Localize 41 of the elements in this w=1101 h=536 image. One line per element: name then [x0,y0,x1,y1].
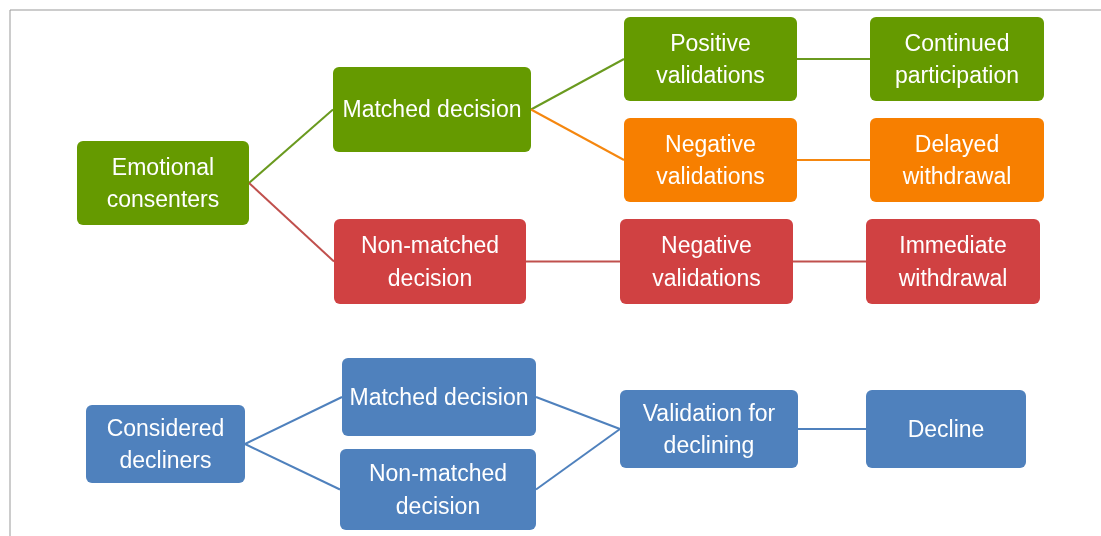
process-box [620,390,798,468]
node-label: Positive validations [655,28,766,90]
node-label: Non-matched decision [367,459,509,521]
process-box [866,219,1040,304]
node-label: Non-matched decision [359,231,501,293]
process-box [620,219,793,304]
process-box [340,449,536,530]
process-box [333,67,531,152]
node-label: Considered decliners [105,413,226,475]
process-box [870,118,1044,202]
connector-line [792,260,867,263]
node-label: Negative validations [651,231,762,293]
node-label: Immediate withdrawal [897,231,1009,293]
connector-line [525,260,621,263]
connector-line [530,58,625,111]
process-box [866,390,1026,468]
connector-line [796,58,871,60]
node-label: Emotional consenters [105,152,221,214]
process-box [86,405,245,483]
process-box [342,358,536,436]
node-label: Negative validations [655,129,766,191]
connector-line [796,159,871,161]
connector-line [530,108,625,161]
connector-line [244,396,343,445]
process-box [624,17,797,101]
process-box [624,118,797,202]
connector-line [244,443,341,491]
node-label: Delayed withdrawal [901,129,1013,191]
node-label: Continued participation [894,28,1020,90]
node-label: Validation for declining [641,398,777,460]
process-box [870,17,1044,101]
process-box [77,141,249,225]
connector-line [248,182,335,263]
connector-line [535,428,621,491]
connector-line [797,428,867,430]
node-label: Matched decision [342,95,522,125]
connector-line [248,108,334,184]
connector-line [535,396,621,430]
node-label: Matched decision [349,382,529,412]
process-box [334,219,526,304]
node-label: Decline [907,414,985,444]
